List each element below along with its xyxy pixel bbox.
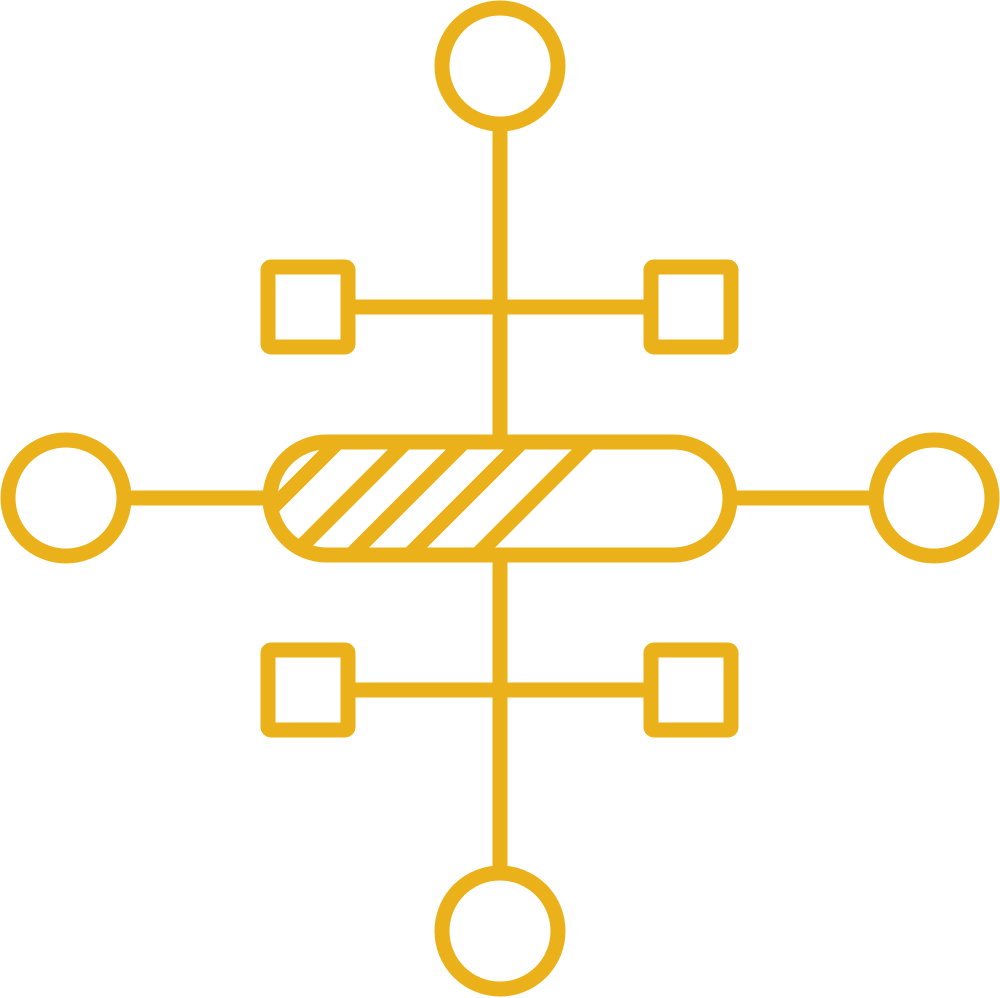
hatch-line bbox=[285, 442, 416, 555]
node-upper-right-square bbox=[643, 259, 739, 355]
node-left-circle bbox=[0, 432, 132, 564]
node-right-circle bbox=[868, 432, 1000, 564]
hub-hatching bbox=[270, 442, 600, 555]
hatch-line bbox=[469, 442, 600, 555]
hatch-line bbox=[343, 442, 474, 555]
central-hub-bar bbox=[262, 434, 738, 563]
node-lower-right-square bbox=[643, 642, 739, 738]
node-lower-left-square bbox=[260, 642, 356, 738]
node-upper-left-square bbox=[260, 259, 356, 355]
hatch-line bbox=[401, 442, 532, 555]
node-top-circle bbox=[434, 0, 566, 132]
hatch-line bbox=[270, 442, 348, 555]
node-bottom-circle bbox=[434, 865, 566, 997]
